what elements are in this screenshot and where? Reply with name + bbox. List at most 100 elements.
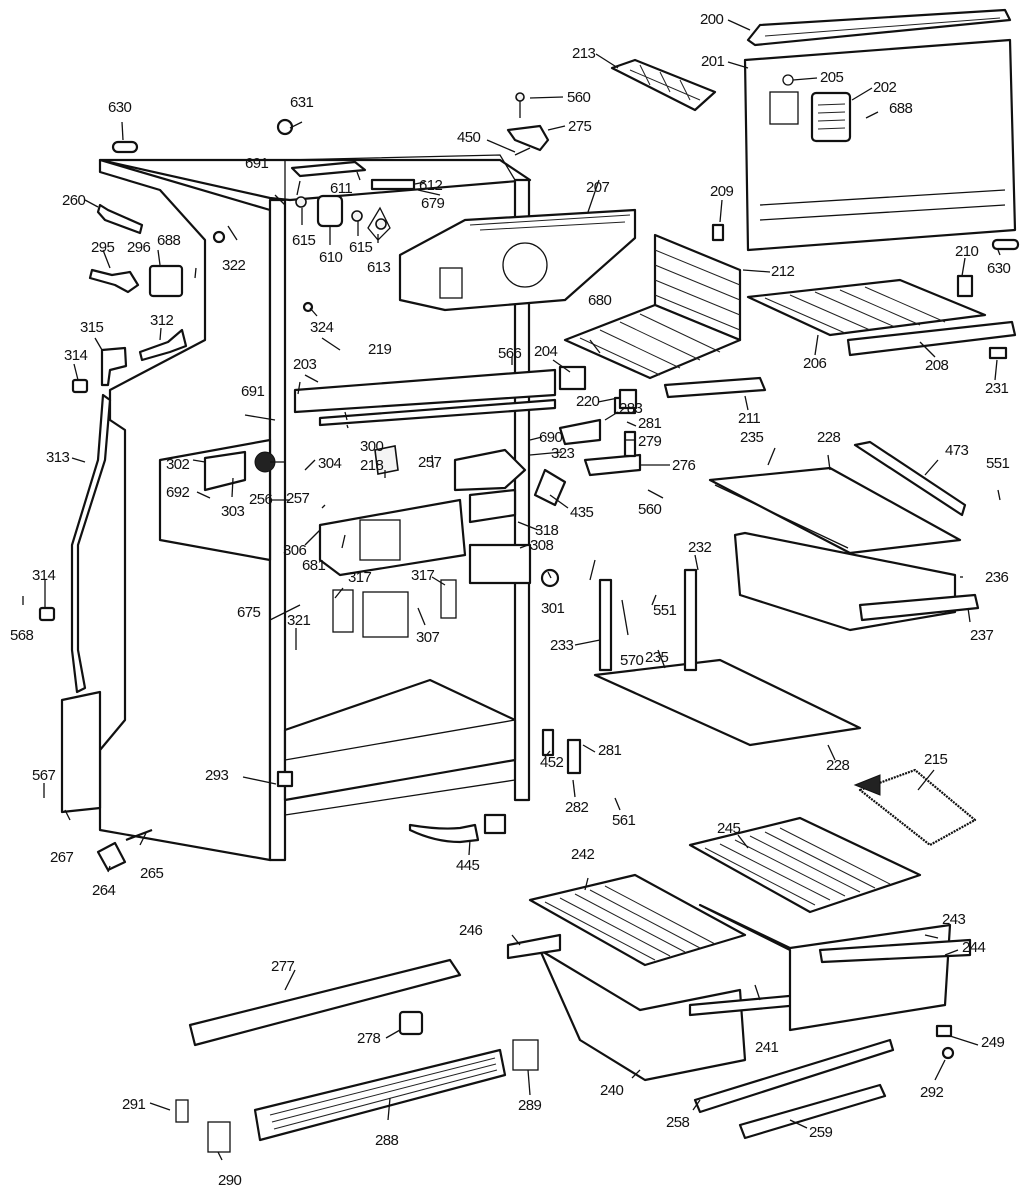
evaporator-cover <box>398 208 637 312</box>
label-231: 231 <box>985 380 1008 397</box>
label-257-left: 257 <box>286 490 309 507</box>
rail-473 <box>853 440 967 517</box>
crisper-cover-245 <box>688 816 922 914</box>
control-housing <box>203 368 560 638</box>
lower-glass-shelf <box>593 658 862 747</box>
label-228-upper: 228 <box>817 429 840 446</box>
leader-lines <box>22 19 1001 1161</box>
part-209 <box>711 223 725 242</box>
label-206: 206 <box>803 355 826 372</box>
label-209: 209 <box>710 183 733 200</box>
label-259: 259 <box>809 1124 832 1141</box>
label-241: 241 <box>755 1039 778 1056</box>
part-293 <box>276 770 294 788</box>
label-688-door: 688 <box>889 100 912 117</box>
label-256: 256 <box>249 491 272 508</box>
label-692: 692 <box>166 484 189 501</box>
upper-brackets <box>290 160 416 191</box>
label-680: 680 <box>588 292 611 309</box>
label-219: 219 <box>368 341 391 358</box>
label-306: 306 <box>283 542 306 559</box>
label-679: 679 <box>421 195 444 212</box>
wire-shelf-206 <box>746 278 1017 357</box>
rail-258 <box>693 1038 895 1114</box>
label-228-lower: 228 <box>826 757 849 774</box>
part-631 <box>276 118 294 136</box>
ice-tray <box>610 58 717 112</box>
part-291 <box>175 1099 189 1123</box>
label-318: 318 <box>535 522 558 539</box>
label-242: 242 <box>571 846 594 863</box>
label-265: 265 <box>140 865 163 882</box>
label-690: 690 <box>539 429 562 446</box>
label-289: 289 <box>518 1097 541 1114</box>
tube-313 <box>70 393 112 694</box>
label-291: 291 <box>122 1096 145 1113</box>
label-613: 613 <box>367 259 390 276</box>
label-245: 245 <box>717 820 740 837</box>
label-236: 236 <box>985 569 1008 586</box>
label-630-right: 630 <box>987 260 1010 277</box>
label-202: 202 <box>873 79 896 96</box>
base-grille <box>253 1048 507 1142</box>
label-204: 204 <box>534 343 557 360</box>
label-691-upper: 691 <box>245 155 268 172</box>
label-473: 473 <box>945 442 968 459</box>
label-292: 292 <box>920 1084 943 1101</box>
label-301: 301 <box>541 600 564 617</box>
crisper-drawer-240 <box>538 948 802 1082</box>
label-324: 324 <box>310 319 333 336</box>
part-290 <box>207 1121 231 1153</box>
label-210: 210 <box>955 243 978 260</box>
label-203: 203 <box>293 356 316 373</box>
label-282: 282 <box>565 799 588 816</box>
callout-labels: 200 201 205 202 688 213 560 275 450 207 … <box>10 11 1011 1189</box>
label-321: 321 <box>287 612 310 629</box>
label-551-right: 551 <box>986 455 1009 472</box>
label-323: 323 <box>551 445 574 462</box>
part-231 <box>988 346 1008 360</box>
label-561: 561 <box>612 812 635 829</box>
part-322 <box>212 230 226 244</box>
rail-246 <box>506 933 562 960</box>
label-233: 233 <box>550 637 573 654</box>
label-215: 215 <box>924 751 947 768</box>
label-313: 313 <box>46 449 69 466</box>
label-281-lower: 281 <box>598 742 621 759</box>
label-235-lower: 235 <box>645 649 668 666</box>
label-264: 264 <box>92 882 115 899</box>
label-208: 208 <box>925 357 948 374</box>
label-566: 566 <box>498 345 521 362</box>
tube-260 <box>96 203 144 235</box>
meat-pan-cover <box>708 466 962 555</box>
top-hinge <box>506 92 550 156</box>
label-610: 610 <box>319 249 342 266</box>
label-308: 308 <box>530 537 553 554</box>
rail-277 <box>188 958 462 1047</box>
label-212: 212 <box>771 263 794 280</box>
part-452 <box>541 728 555 757</box>
label-314-lower: 314 <box>32 567 55 584</box>
label-303: 303 <box>221 503 244 520</box>
label-611: 611 <box>330 180 352 197</box>
part-314 <box>71 378 89 394</box>
label-237: 237 <box>970 627 993 644</box>
crisper-drawer-243 <box>698 903 972 1032</box>
label-275: 275 <box>568 118 591 135</box>
label-452: 452 <box>540 754 563 771</box>
label-568: 568 <box>10 627 33 644</box>
rail-259 <box>738 1083 887 1140</box>
label-615-left: 615 <box>292 232 315 249</box>
shelf-support-ladders <box>598 568 698 672</box>
part-204 <box>558 365 587 391</box>
label-260: 260 <box>62 192 85 209</box>
label-244: 244 <box>962 939 985 956</box>
label-290: 290 <box>218 1172 241 1189</box>
label-304: 304 <box>318 455 341 472</box>
label-267: 267 <box>50 849 73 866</box>
label-220: 220 <box>576 393 599 410</box>
label-213: 213 <box>572 45 595 62</box>
label-295: 295 <box>91 239 114 256</box>
label-249: 249 <box>981 1034 1004 1051</box>
label-631: 631 <box>290 94 313 111</box>
